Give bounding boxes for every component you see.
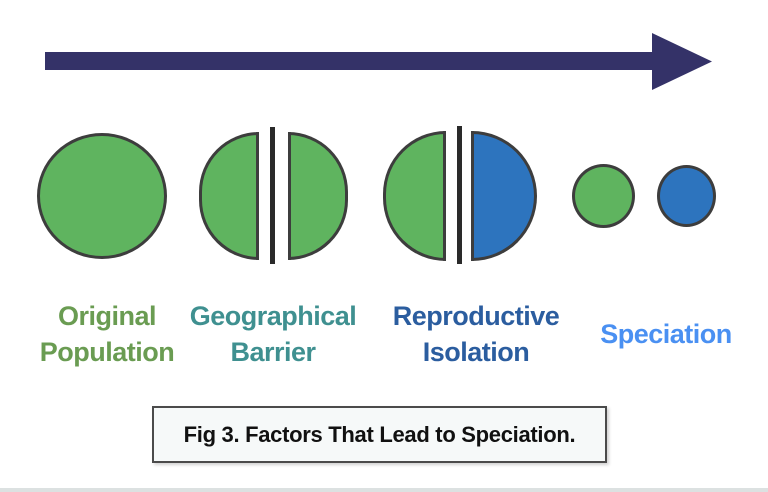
timeline-arrow-shaft [45, 52, 658, 70]
stage-label-line: Original [57, 301, 157, 331]
stage-label-line: Speciation [600, 319, 732, 349]
reproductive-isolation-barrier-line [457, 126, 462, 264]
arrow-head-icon [652, 33, 712, 90]
original-population-circle [37, 133, 167, 259]
stage-label-reproductive-isolation: Reproductive Isolation [393, 298, 560, 370]
geographical-barrier-left-half [199, 132, 259, 260]
stage-label-line: Reproductive [392, 301, 560, 331]
stage-label-geographical-barrier: Geographical Barrier [190, 298, 357, 370]
geographical-barrier-right-half [288, 132, 348, 260]
bottom-edge-shadow [0, 488, 768, 492]
stage-label-line: Population [39, 337, 175, 367]
speciation-blue-species-circle [657, 165, 716, 227]
stage-label-line: Geographical [189, 301, 357, 331]
geographical-barrier-line [270, 127, 275, 264]
speciation-green-species-circle [572, 164, 635, 228]
figure-caption-box: Fig 3. Factors That Lead to Speciation. [152, 406, 607, 463]
stage-label-line: Barrier [230, 337, 316, 367]
reproductive-isolation-right-half [471, 131, 537, 261]
reproductive-isolation-left-half [383, 131, 446, 261]
stage-label-original-population: Original Population [39, 298, 175, 370]
stage-label-speciation: Speciation [600, 316, 732, 352]
stage-label-line: Isolation [422, 337, 530, 367]
figure-caption-text: Fig 3. Factors That Lead to Speciation. [183, 421, 576, 447]
